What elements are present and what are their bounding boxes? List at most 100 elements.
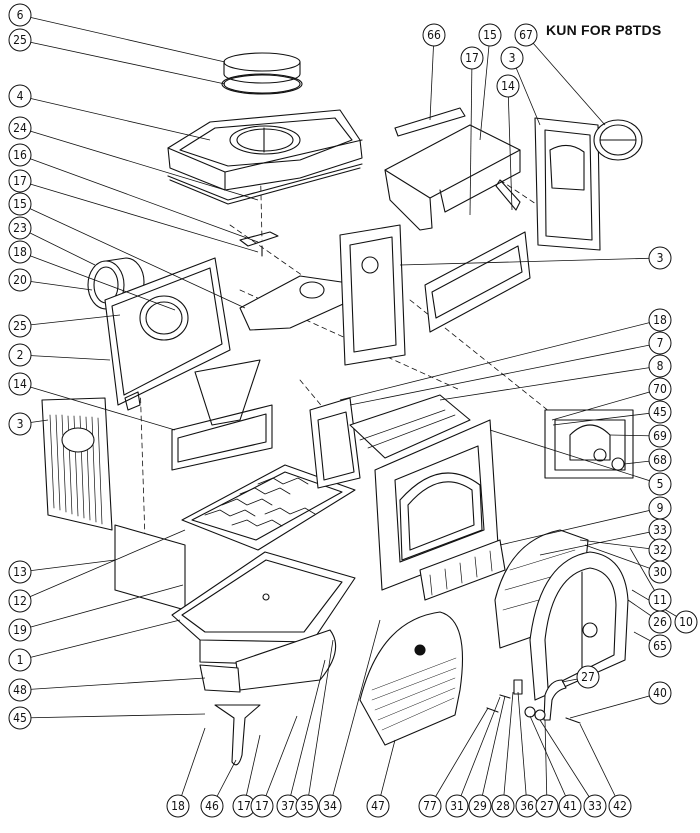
- callout-circle: [8, 116, 32, 140]
- callout-label: 65: [653, 639, 667, 653]
- callout-33: 33: [648, 518, 672, 542]
- leader-line-3: [511, 57, 541, 126]
- callout-label: 25: [13, 33, 27, 47]
- callout-label: 30: [653, 565, 667, 579]
- callout-circle: [295, 794, 319, 818]
- part-3-side-panel: [41, 397, 113, 531]
- part-67-cover: [593, 119, 643, 161]
- callout-label: 3: [657, 251, 664, 265]
- callout-31: 31: [445, 794, 469, 818]
- callout-circle: [8, 28, 32, 52]
- callout-circle: [648, 634, 672, 658]
- part-26-door: [529, 551, 629, 701]
- callout-label: 37: [281, 799, 295, 813]
- callout-33: 33: [583, 794, 607, 818]
- part-46-leg: [214, 704, 261, 766]
- leader-line-45: [19, 713, 206, 719]
- callout-3: 3: [648, 246, 672, 270]
- leader-line-16: [19, 154, 259, 243]
- callout-25: 25: [8, 314, 32, 338]
- callout-46: 46: [200, 794, 224, 818]
- part-15-smoke-hood: [384, 124, 521, 231]
- callout-circle: [8, 678, 32, 702]
- part-66-bracket: [394, 107, 466, 137]
- callout-17: 17: [232, 794, 256, 818]
- callout-16: 16: [8, 143, 32, 167]
- leader-line-30: [584, 544, 661, 573]
- callout-circle: [8, 169, 32, 193]
- callout-77: 77: [418, 794, 442, 818]
- callout-circle: [460, 46, 484, 70]
- part-2-back-panel: [104, 257, 231, 411]
- leader-line-45: [552, 411, 661, 426]
- callout-45: 45: [8, 706, 32, 730]
- callout-69: 69: [648, 424, 672, 448]
- callout-circle: [250, 794, 274, 818]
- callout-label: 10: [679, 615, 693, 629]
- callout-label: 45: [653, 405, 667, 419]
- callout-18: 18: [8, 240, 32, 264]
- callout-label: 77: [423, 799, 437, 813]
- callout-circle: [445, 794, 469, 818]
- part-6-lid: [223, 52, 301, 84]
- leader-line-42: [579, 723, 621, 807]
- leader-line-17: [243, 734, 261, 807]
- leader-line-18: [19, 251, 176, 311]
- callout-circle: [648, 377, 672, 401]
- leader-line-70: [551, 388, 661, 421]
- callout-circle: [648, 681, 672, 705]
- callout-label: 69: [653, 429, 667, 443]
- part-3-right-side-frame: [534, 117, 601, 251]
- callout-label: 67: [519, 28, 533, 42]
- callout-29: 29: [468, 794, 492, 818]
- callout-label: 31: [450, 799, 464, 813]
- callout-leaders: [19, 14, 687, 807]
- callout-label: 1: [17, 653, 24, 667]
- callout-label: 26: [653, 615, 667, 629]
- callout-label: 48: [13, 683, 27, 697]
- leader-line-41: [529, 715, 571, 807]
- leader-line-24: [19, 127, 259, 201]
- leader-line-19: [19, 584, 184, 631]
- leader-line-77: [429, 707, 489, 807]
- part-13-ash-shield: [114, 524, 186, 611]
- callout-41: 41: [558, 794, 582, 818]
- callout-15: 15: [8, 192, 32, 216]
- callout-circle: [8, 589, 32, 613]
- callout-label: 42: [613, 799, 627, 813]
- callout-14: 14: [8, 372, 32, 396]
- callout-circle: [8, 706, 32, 730]
- callout-label: 27: [581, 670, 595, 684]
- callout-17: 17: [460, 46, 484, 70]
- callout-65: 65: [648, 634, 672, 658]
- callout-circle: [200, 794, 224, 818]
- callout-4: 4: [8, 84, 32, 108]
- part-27-handle: [543, 679, 567, 721]
- callout-9: 9: [648, 496, 672, 520]
- leader-line-33: [539, 719, 596, 807]
- callout-circle: [496, 74, 520, 98]
- callout-label: 18: [171, 799, 185, 813]
- callout-circle: [422, 23, 446, 47]
- callout-label: 45: [13, 711, 27, 725]
- leader-line-31: [456, 696, 501, 807]
- callout-17: 17: [8, 169, 32, 193]
- callout-label: 13: [13, 565, 27, 579]
- callout-label: 17: [237, 799, 251, 813]
- callout-18: 18: [648, 308, 672, 332]
- callout-15: 15: [478, 23, 502, 47]
- callout-label: 41: [563, 799, 577, 813]
- callout-label: 24: [13, 121, 27, 135]
- callout-label: 19: [13, 623, 27, 637]
- leader-line-2: [19, 354, 111, 361]
- callout-37: 37: [276, 794, 300, 818]
- callout-48: 48: [8, 678, 32, 702]
- callout-32: 32: [648, 538, 672, 562]
- callout-26: 26: [648, 610, 672, 634]
- callout-12: 12: [8, 589, 32, 613]
- callout-3: 3: [500, 46, 524, 70]
- callout-6: 6: [8, 3, 32, 27]
- callout-label: 33: [653, 523, 667, 537]
